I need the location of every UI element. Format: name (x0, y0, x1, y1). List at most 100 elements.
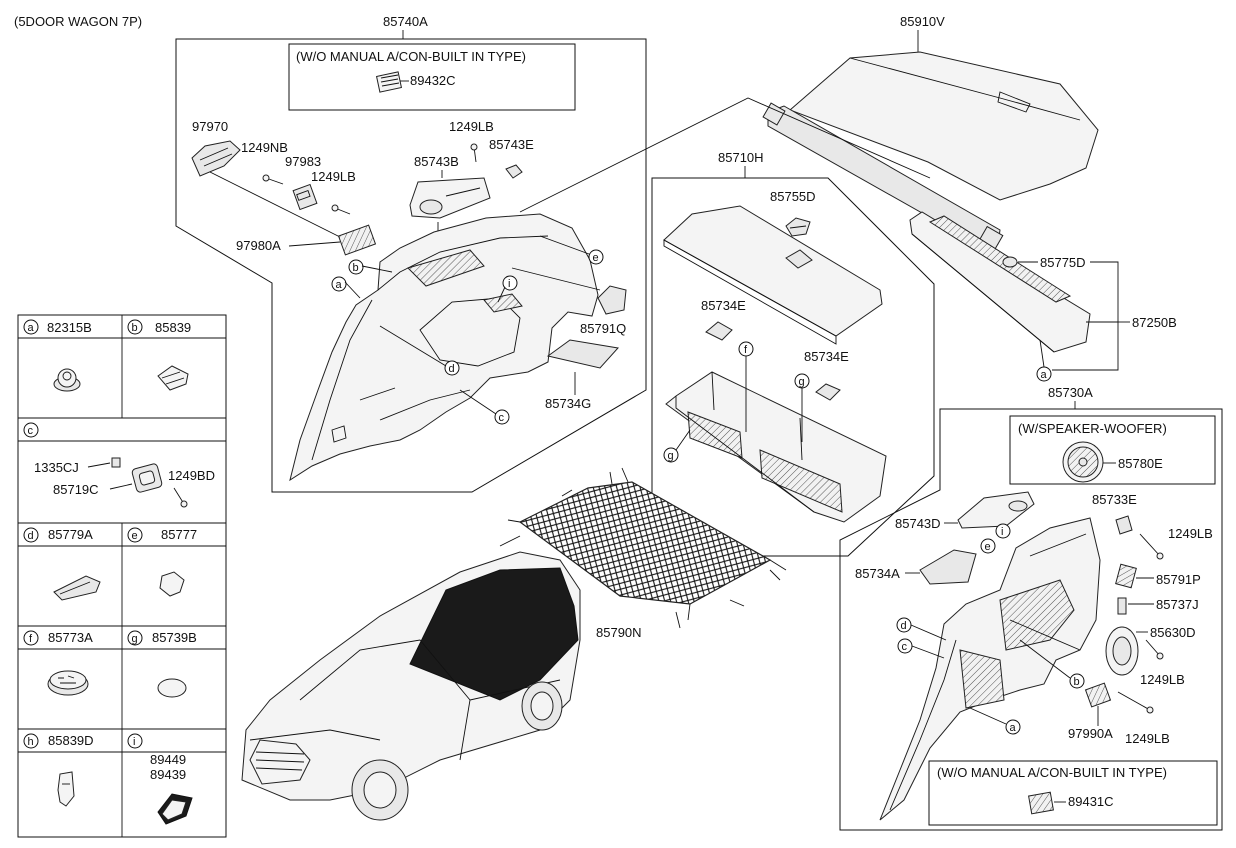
legend-part-h: 85839D (48, 733, 94, 748)
legend-grid (17, 314, 227, 838)
clip-icon-85779A (53, 575, 101, 601)
bracket-icon-85743E (505, 164, 523, 179)
pad-icon-85734E-b (815, 383, 841, 401)
callout-d-right: d (901, 620, 907, 632)
note-speaker-woofer: (W/SPEAKER-WOOFER) (1018, 421, 1167, 436)
part-label-1249NB: 1249NB (241, 140, 288, 155)
vent-grille-icon-97980A (337, 224, 377, 256)
legend-part-f: 85773A (48, 630, 93, 645)
legend-letter-d: d (28, 530, 34, 542)
plug-cap-icon-85773A (47, 670, 89, 696)
pad-icon-85739B (157, 678, 187, 698)
legend-letter-c: c (28, 425, 34, 437)
clip-icon-1335CJ (111, 457, 121, 468)
callout-f-mid: f (744, 344, 748, 356)
net-icon-85790N (499, 467, 787, 629)
legend-part-b: 85839 (155, 320, 191, 335)
part-label-85791Q: 85791Q (580, 321, 626, 336)
part-label-85743B: 85743B (414, 154, 459, 169)
part-label-97970: 97970 (192, 119, 228, 134)
screw-icon-1249LB-c (1139, 533, 1164, 560)
screw-icon-1249BD (173, 487, 188, 508)
legend-part-i2: 89439 (150, 767, 186, 782)
part-label-85737J: 85737J (1156, 597, 1199, 612)
legend-letter-h: h (28, 736, 34, 748)
note-box-wo-manual-top (288, 43, 576, 111)
part-label-1249LB-e: 1249LB (1125, 731, 1170, 746)
pad-icon-85734E-a (705, 321, 733, 341)
screw-icon-1249LB-b (470, 143, 478, 163)
grille-icon-89431C (1028, 791, 1054, 815)
part-label-85630D: 85630D (1150, 625, 1196, 640)
grille-icon-89432C (375, 71, 403, 93)
vent-duct-icon-97970 (191, 140, 241, 177)
part-label-1249LB-c: 1249LB (1168, 526, 1213, 541)
callout-b-right: b (1074, 676, 1080, 688)
luggage-board-85710H (663, 205, 883, 345)
part-label-85743E: 85743E (489, 137, 534, 152)
model-caption: (5DOOR WAGON 7P) (14, 14, 142, 29)
callout-i-left: i (508, 278, 510, 290)
callout-e-right: e (985, 541, 991, 553)
group-label-85730A: 85730A (1048, 385, 1093, 400)
panel-icon-85734G (546, 339, 619, 369)
part-label-1249LB-a: 1249LB (311, 169, 356, 184)
callout-g-mid-right: g (799, 376, 805, 388)
part-label-85734G: 85734G (545, 396, 591, 411)
bracket-icon-85737J (1117, 597, 1127, 615)
car-icon (241, 551, 581, 821)
legend-part-d: 85779A (48, 527, 93, 542)
cover-icon-85791Q (597, 285, 627, 315)
group-frame-85730A (839, 408, 1223, 831)
part-label-87250B: 87250B (1132, 315, 1177, 330)
legend-letter-b: b (132, 322, 138, 334)
part-label-85791P: 85791P (1156, 572, 1201, 587)
clip-icon-85839D (57, 771, 75, 807)
legend-letter-g: g (132, 633, 138, 645)
connector-icon-97983 (292, 183, 318, 211)
note-wo-manual-top: (W/O MANUAL A/CON-BUILT IN TYPE) (296, 49, 526, 64)
clip-icon-82315B (53, 368, 81, 392)
part-label-85790N: 85790N (596, 625, 642, 640)
screw-icon-1249LB-d (1145, 639, 1164, 660)
vent-grille-icon-97990A (1084, 682, 1112, 708)
legend-part-c2: 85719C (53, 482, 99, 497)
part-label-1249LB-b: 1249LB (449, 119, 494, 134)
part-label-97990A: 97990A (1068, 726, 1113, 741)
clip-icon-85839 (157, 365, 189, 391)
legend-part-g: 85739B (152, 630, 197, 645)
legend-letter-i: i (133, 736, 135, 748)
note-box-speaker-woofer (1009, 415, 1216, 485)
connector-icon-89449 (157, 793, 193, 825)
callout-a-left: a (336, 279, 343, 291)
legend-part-i1: 89449 (150, 752, 186, 767)
cupholder-icon-85743B (409, 177, 491, 219)
cupholder-icon-85743D (957, 491, 1035, 529)
note-wo-manual-bottom: (W/O MANUAL A/CON-BUILT IN TYPE) (937, 765, 1167, 780)
callout-b-left: b (353, 262, 359, 274)
grommet-icon-85719C (131, 463, 163, 493)
callout-c-left: c (499, 412, 505, 424)
legend-part-c1: 1335CJ (34, 460, 79, 475)
part-label-89431C: 89431C (1068, 794, 1114, 809)
group-label-85710H: 85710H (718, 150, 764, 165)
callout-d-left: d (449, 363, 455, 375)
callout-a-sill: a (1041, 369, 1048, 381)
legend-letter-f: f (29, 633, 33, 645)
part-label-85743D: 85743D (895, 516, 941, 531)
part-label-1249LB-d: 1249LB (1140, 672, 1185, 687)
pad-icon-85755D (785, 249, 813, 269)
clip-icon-85777 (159, 571, 185, 597)
legend-part-e: 85777 (161, 527, 197, 542)
screw-icon-1249NB (262, 174, 284, 185)
panel-icon-85734A (919, 549, 977, 585)
vent-grille-icon-85791P (1115, 563, 1137, 589)
group-label-85910V: 85910V (900, 14, 945, 29)
cargo-cover-85910V (762, 51, 1099, 251)
note-box-wo-manual-bottom (928, 760, 1218, 826)
group-frame-85740A (175, 38, 647, 493)
screw-icon-1249LB-a (331, 204, 351, 215)
callout-e-left: e (593, 252, 599, 264)
quarter-trim-left-85740A (289, 213, 599, 482)
